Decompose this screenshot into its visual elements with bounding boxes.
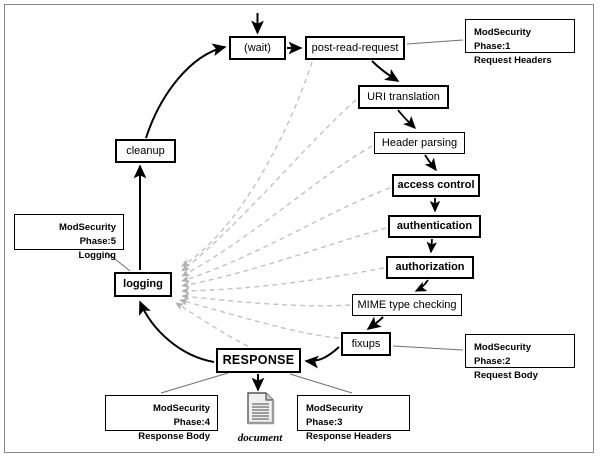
node-uri-translation[interactable]: URI translation	[358, 85, 449, 109]
node-authentication[interactable]: authentication	[388, 215, 481, 238]
annotation-modsecurity-phase-3[interactable]: ModSecurity Phase:3 Response Headers	[297, 395, 410, 442]
document-icon	[247, 392, 275, 425]
annotation-phase-2-line1: ModSecurity Phase:2	[474, 342, 532, 367]
annotation-phase-4-line1: ModSecurity Phase:4	[152, 403, 210, 428]
diagram-frame	[4, 4, 594, 453]
node-access-control[interactable]: access control	[392, 174, 480, 197]
annotation-modsecurity-phase-5[interactable]: ModSecurity Phase:5 Logging	[14, 214, 124, 261]
annotation-phase-1-line1: ModSecurity Phase:1	[474, 27, 532, 52]
annotation-phase-3-line2: Response Headers	[306, 430, 392, 442]
annotation-modsecurity-phase-1[interactable]: ModSecurity Phase:1 Request Headers	[465, 19, 575, 66]
node-wait-label: (wait)	[244, 41, 271, 54]
annotation-phase-4-line2: Response Body	[138, 430, 210, 442]
annotation-modsecurity-phase-2[interactable]: ModSecurity Phase:2 Request Body	[465, 334, 575, 381]
document-output: document	[232, 392, 288, 444]
annotation-phase-3-line1: ModSecurity Phase:3	[306, 403, 364, 428]
node-response-label: RESPONSE	[222, 353, 295, 368]
node-header-parsing-label: Header parsing	[381, 136, 458, 149]
node-uri-translation-label: URI translation	[367, 90, 440, 103]
node-authorization[interactable]: authorization	[386, 256, 474, 279]
annotation-phase-2-line2: Request Body	[474, 369, 538, 381]
annotation-phase-5-line2: Logging	[78, 249, 116, 261]
node-authentication-label: authentication	[396, 220, 473, 232]
node-fixups-label: fixups	[351, 337, 381, 350]
node-logging-label: logging	[123, 278, 163, 290]
node-cleanup-label: cleanup	[126, 144, 165, 157]
annotation-phase-1-line2: Request Headers	[474, 54, 552, 66]
node-mime-type-checking[interactable]: MIME type checking	[352, 294, 462, 316]
annotation-modsecurity-phase-4[interactable]: ModSecurity Phase:4 Response Body	[105, 395, 218, 442]
annotation-phase-5-line1: ModSecurity Phase:5	[58, 222, 116, 247]
node-fixups[interactable]: fixups	[341, 332, 391, 356]
document-caption: document	[237, 432, 283, 444]
node-wait[interactable]: (wait)	[229, 36, 286, 60]
node-logging[interactable]: logging	[114, 272, 172, 297]
node-response[interactable]: RESPONSE	[216, 348, 301, 373]
node-authorization-label: authorization	[395, 261, 465, 273]
node-access-control-label: access control	[397, 179, 475, 191]
node-cleanup[interactable]: cleanup	[115, 139, 176, 163]
node-post-read-request-label: post-read-request	[311, 41, 399, 54]
node-header-parsing[interactable]: Header parsing	[374, 132, 465, 154]
node-mime-type-checking-label: MIME type checking	[357, 298, 457, 311]
node-post-read-request[interactable]: post-read-request	[305, 36, 405, 60]
